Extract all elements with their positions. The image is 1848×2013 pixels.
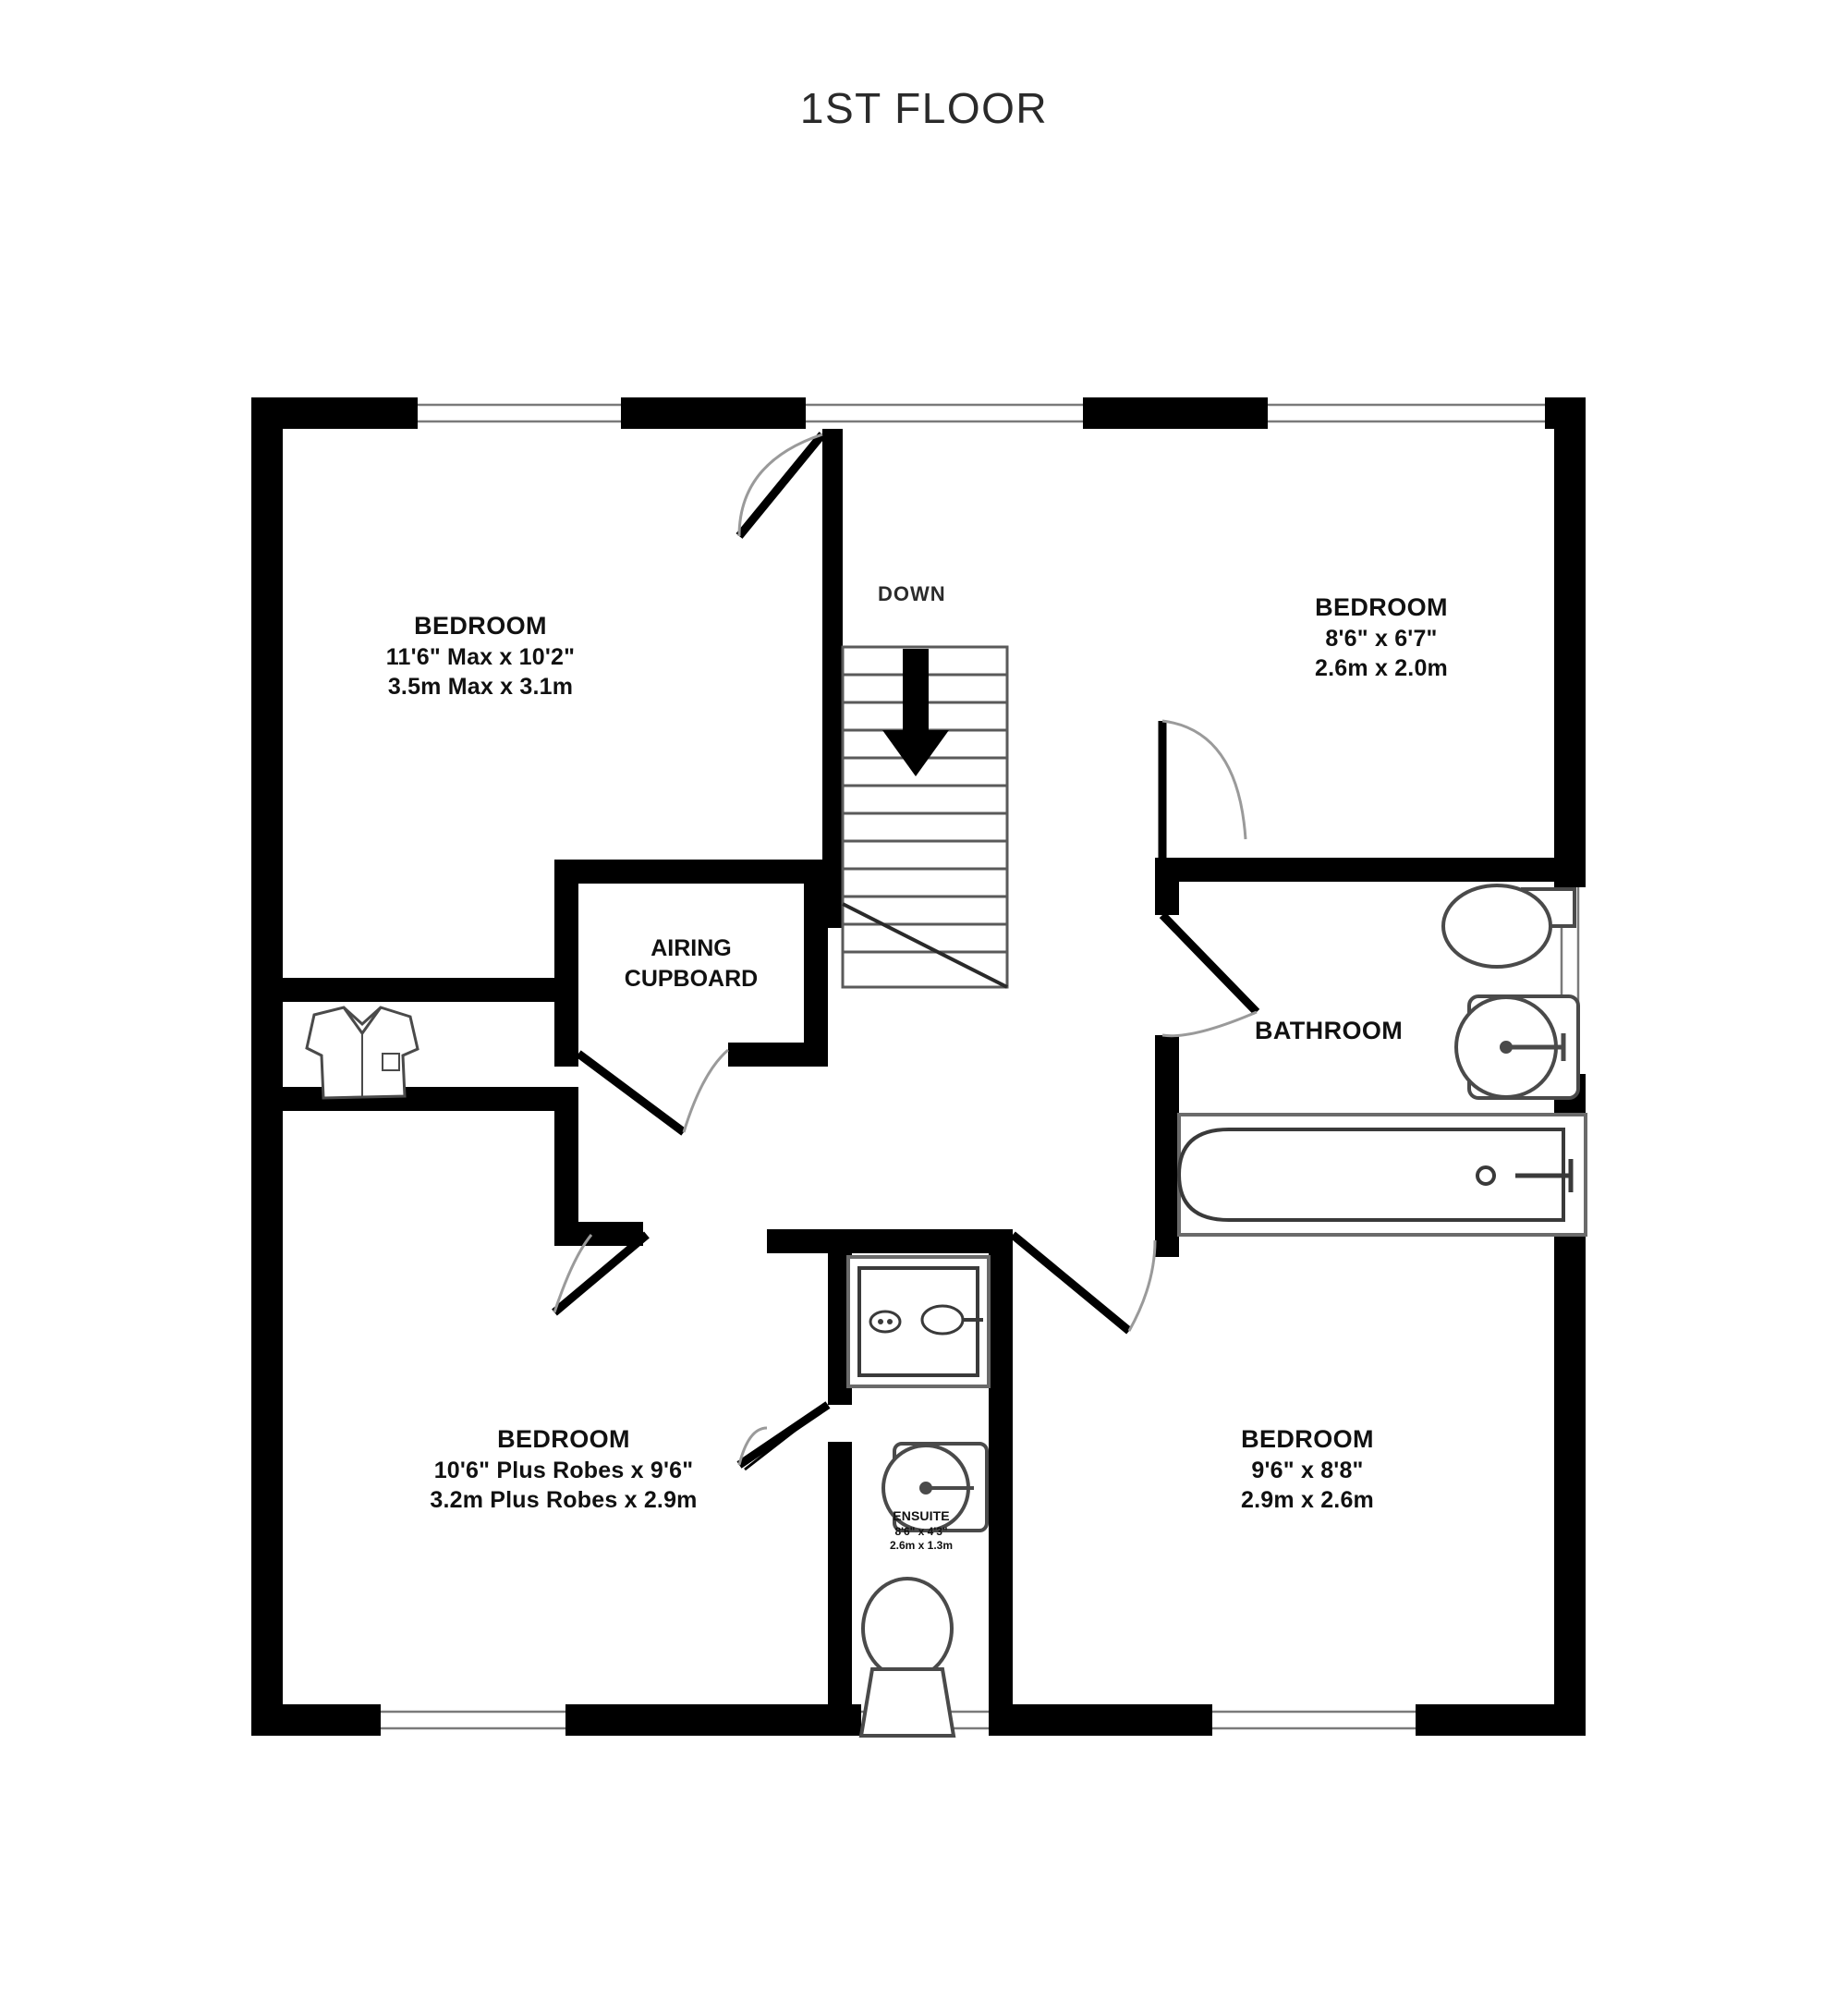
- ensuite-fixtures: [846, 1255, 991, 1738]
- bathroom-basin-icon: [1454, 994, 1580, 1100]
- door-bathroom: [1159, 911, 1260, 1038]
- door-airing-cupboard: [576, 1048, 729, 1136]
- airing-line-1: AIRING: [650, 935, 732, 961]
- room-label-ensuite: ENSUITE 8'6" x 4'3" 2.6m x 1.3m: [843, 1508, 1000, 1554]
- room-label-airing-cupboard: AIRING CUPBOARD: [554, 933, 828, 994]
- airing-line-2: CUPBOARD: [624, 965, 759, 992]
- bathroom-fixtures: [1176, 884, 1587, 1237]
- room-name: BEDROOM: [414, 612, 547, 640]
- ensuite-basin-icon: [881, 1442, 989, 1532]
- windows: [381, 403, 1580, 1730]
- ensuite-shower-icon: [846, 1255, 991, 1388]
- room-dimensions-imperial: 11'6" Max x 10'2": [385, 643, 576, 670]
- door-bedroom-top-left: [736, 432, 826, 539]
- down-arrow-icon: [882, 649, 949, 776]
- room-label-bedroom-top-left: BEDROOM 11'6" Max x 10'2" 3.5m Max x 3.1…: [286, 610, 675, 702]
- room-label-bedroom-bottom-left: BEDROOM 10'6" Plus Robes x 9'6" 3.2m Plu…: [296, 1423, 832, 1515]
- room-dimensions-imperial: 9'6" x 8'8": [1251, 1457, 1364, 1483]
- door-bedroom-top-right: [1158, 719, 1247, 860]
- door-bedroom-bottom-left: [552, 1231, 650, 1316]
- outer-walls: [251, 397, 1586, 1736]
- room-name: BEDROOM: [1241, 1425, 1374, 1453]
- door-ensuite: [736, 1401, 831, 1471]
- wardrobe-shirt-icon: [305, 1006, 419, 1100]
- room-name: BEDROOM: [1315, 593, 1448, 621]
- room-label-bedroom-top-right: BEDROOM 8'6" x 6'7" 2.6m x 2.0m: [1201, 592, 1562, 683]
- door-bedroom-bottom-right: [1010, 1231, 1157, 1335]
- staircase: [841, 645, 1009, 989]
- room-name: ENSUITE: [893, 1508, 950, 1523]
- room-dimensions-imperial: 8'6" x 6'7": [1325, 625, 1438, 652]
- room-dimensions-imperial: 10'6" Plus Robes x 9'6": [433, 1457, 694, 1483]
- room-label-bedroom-bottom-right: BEDROOM 9'6" x 8'8" 2.9m x 2.6m: [1123, 1423, 1492, 1515]
- stairs-down-label: DOWN: [878, 582, 946, 605]
- bathroom-partition: [1155, 1035, 1179, 1257]
- room-name: BEDROOM: [497, 1425, 630, 1453]
- bathroom-toilet-icon: [1441, 884, 1576, 969]
- bathroom-bathtub-icon: [1176, 1113, 1587, 1237]
- room-dimensions-metric: 3.2m Plus Robes x 2.9m: [430, 1486, 698, 1513]
- room-dimensions-metric: 2.6m x 2.0m: [1315, 654, 1448, 681]
- ensuite-toilet-icon: [858, 1577, 956, 1738]
- room-dimensions-metric: 2.6m x 1.3m: [889, 1539, 954, 1553]
- room-dimensions-metric: 3.5m Max x 3.1m: [387, 673, 574, 700]
- page-title: 1ST FLOOR: [799, 84, 1049, 132]
- room-dimensions-metric: 2.9m x 2.6m: [1241, 1486, 1374, 1513]
- doors: [552, 432, 1260, 1471]
- room-dimensions-imperial: 8'6" x 4'3": [894, 1524, 948, 1538]
- room-label-bathroom: BATHROOM: [1255, 1017, 1404, 1044]
